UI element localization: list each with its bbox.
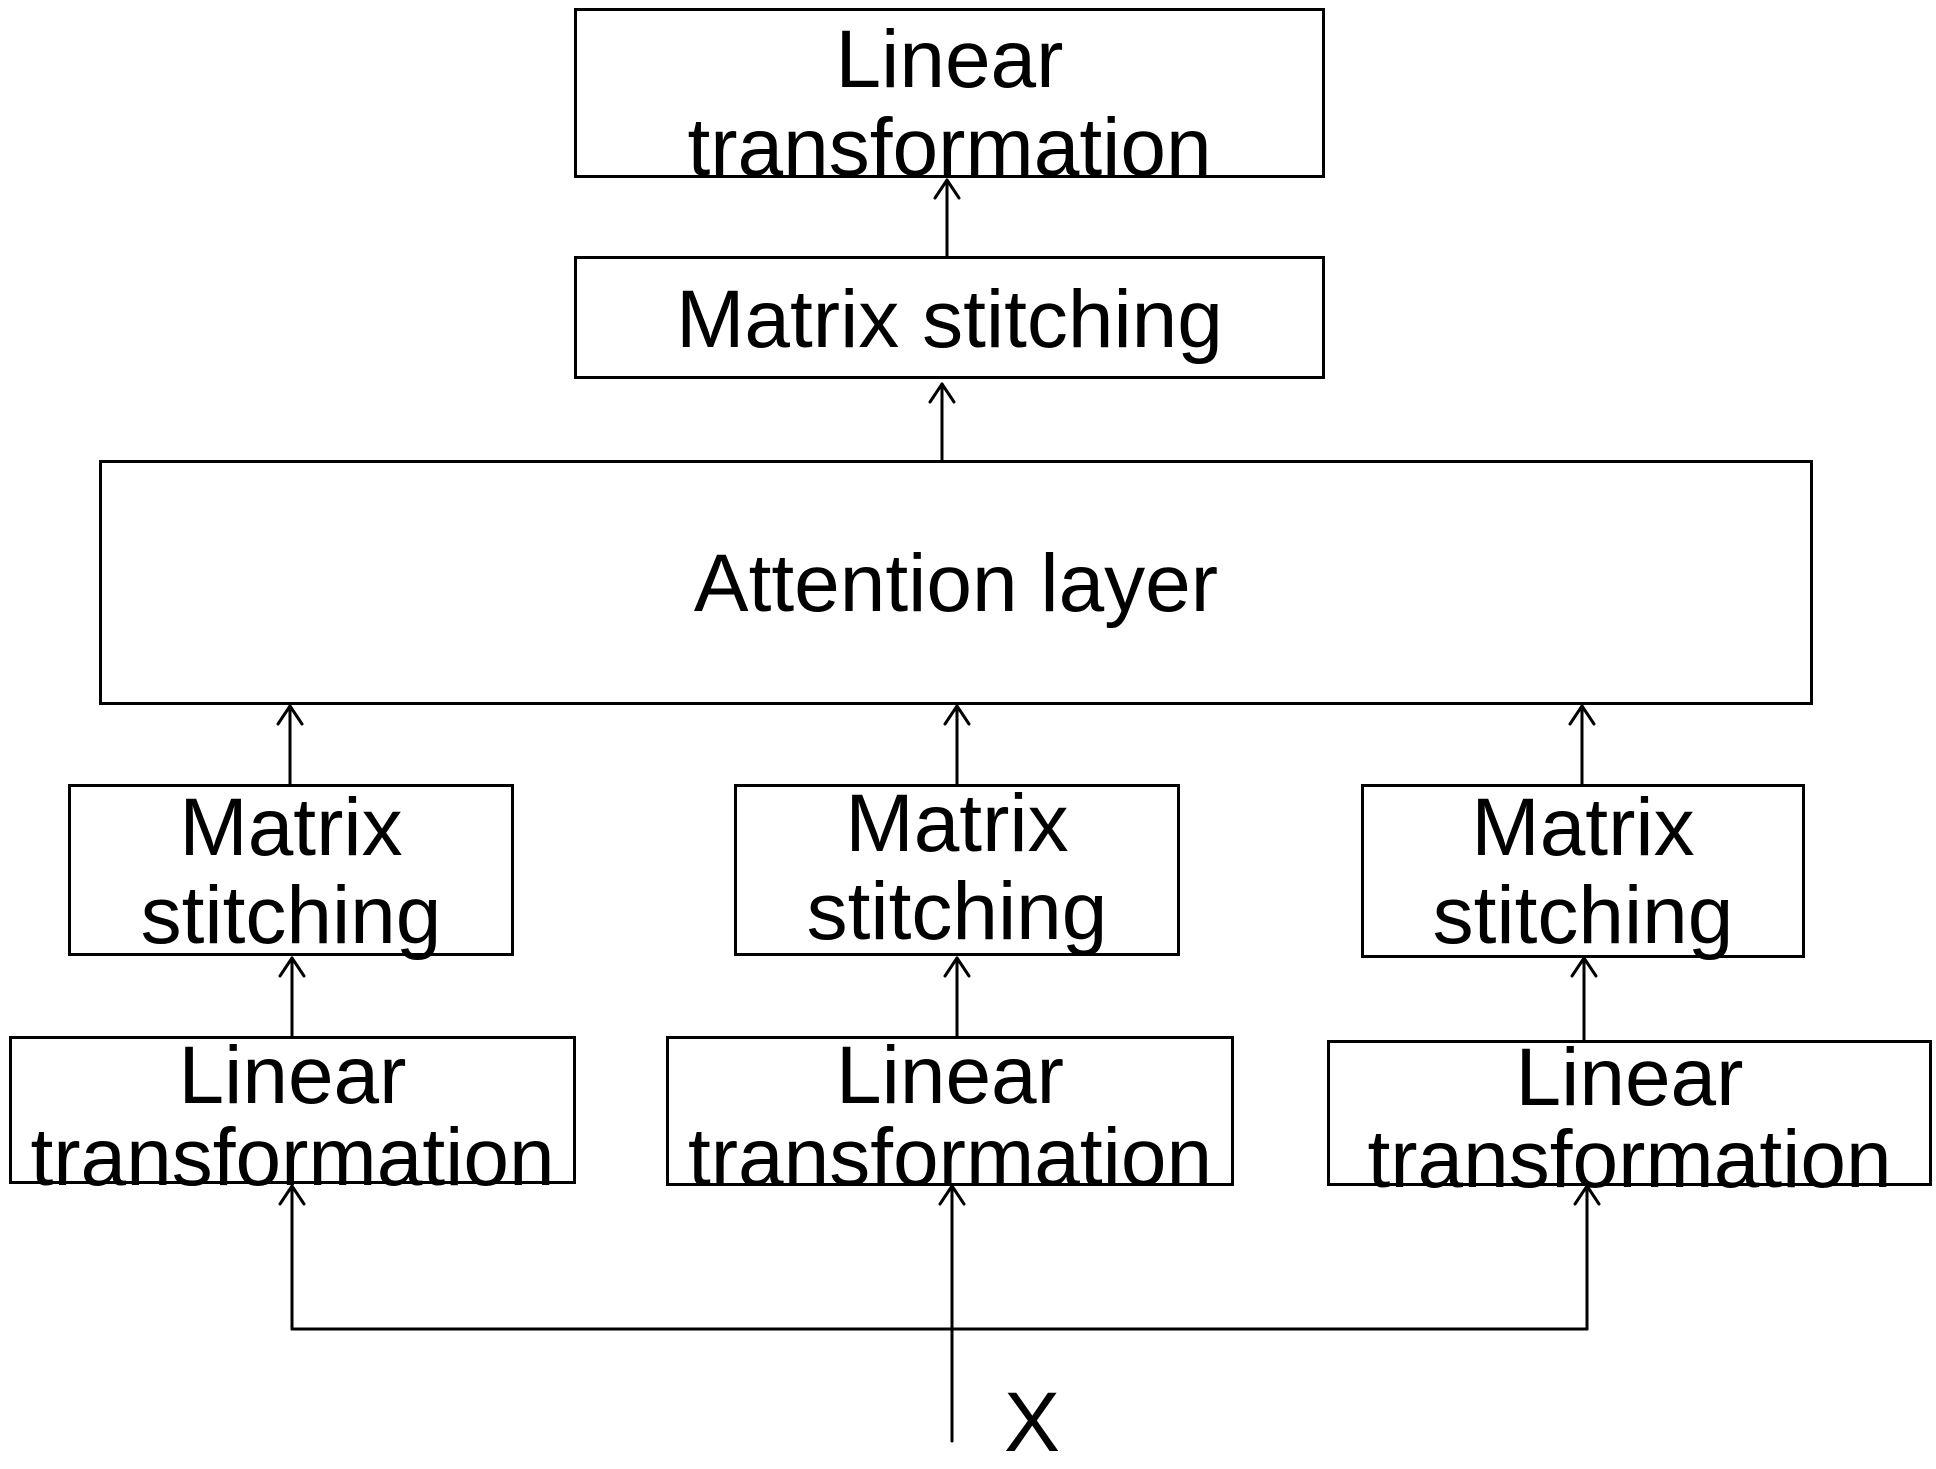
branch3-matrix-stitching-box: Matrix stitching [1361,784,1805,958]
attention-layer-label: Attention layer [693,538,1219,629]
branch3-stitching-line1: Matrix [1471,782,1695,873]
branch2-linear-line1: Linear [836,1030,1064,1121]
top-linear-label-line1: Linear [835,14,1064,105]
branch3-stitching-line2: stitching [1432,870,1734,961]
branch1-linear-line2: transformation [30,1112,555,1203]
arrow-attention-to-top-stitching [928,382,956,462]
branch3-linear-transformation-box: Linear transformation [1327,1032,1932,1201]
branch3-linear-line2: transformation [1367,1114,1892,1205]
branch1-linear-transformation-box: Linear transformation [9,1030,576,1199]
top-linear-label-line2: transformation [687,102,1212,193]
arrow-branch2-stitching-to-attention [943,704,971,786]
branch1-stitching-line2: stitching [140,870,442,961]
attention-layer-box: Attention layer [99,460,1813,705]
arrow-branch3-linear-to-stitching [1570,956,1598,1042]
branch2-stitching-line2: stitching [806,866,1108,957]
arrow-branch1-input-to-linear [278,1184,306,1331]
input-x-label: X [1004,1375,1061,1469]
top-matrix-stitching-box: Matrix stitching [574,256,1325,379]
arrow-stitching-to-top-linear [933,178,961,258]
arrow-branch1-linear-to-stitching [278,956,306,1038]
branch1-linear-line1: Linear [178,1030,407,1121]
arrow-branch1-stitching-to-attention [276,704,304,786]
top-linear-transformation-box: Linear transformation [574,8,1325,189]
branch2-stitching-line1: Matrix [845,778,1069,869]
branch1-matrix-stitching-box: Matrix stitching [68,782,514,961]
branch2-linear-line2: transformation [687,1112,1213,1203]
arrow-branch3-input-to-linear [1573,1184,1601,1331]
arrow-branch2-input-to-linear [938,1184,966,1443]
branch1-stitching-line1: Matrix [179,782,403,873]
top-matrix-stitching-label: Matrix stitching [676,274,1223,365]
arrow-branch2-linear-to-stitching [943,956,971,1038]
branch2-matrix-stitching-box: Matrix stitching [734,778,1180,957]
arrow-branch3-stitching-to-attention [1568,704,1596,786]
branch2-linear-transformation-box: Linear transformation [666,1030,1234,1199]
branch3-linear-line1: Linear [1515,1032,1744,1123]
